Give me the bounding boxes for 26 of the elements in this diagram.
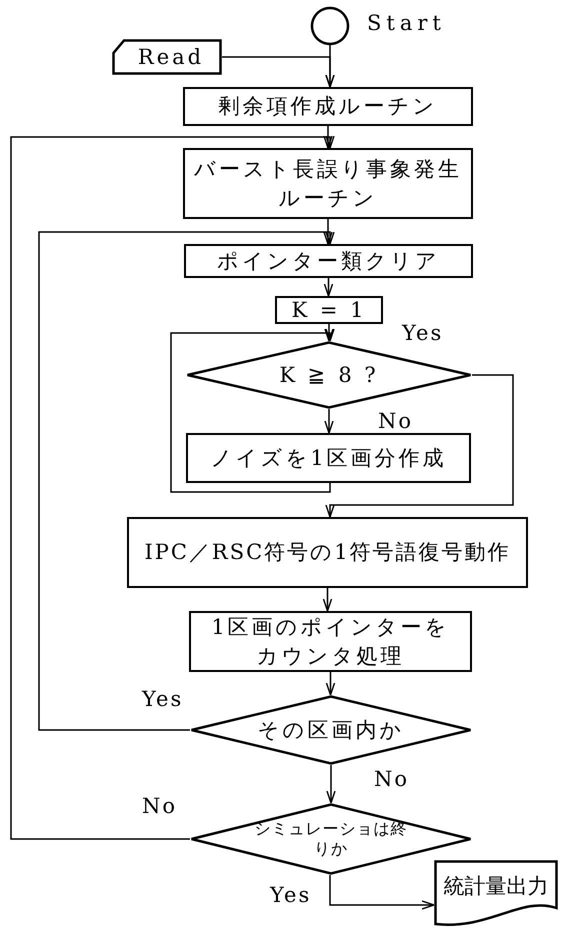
arrow [326,765,336,804]
arrow [10,135,335,840]
output-document: 統計量出力 [434,860,558,928]
process-box: 1区画のポインターをカウンタ処理 [189,611,472,672]
process-box: ポインター類クリア [184,244,473,278]
arrow [326,672,336,696]
process-box: 剰余項作成ルーチン [183,87,473,126]
arrow [322,588,332,612]
process-box: K = 1 [275,296,383,324]
decision-diamond: K ≧ 8 ? [186,341,472,409]
process-box: IPC／RSC符号の1符号語復号動作 [127,517,528,588]
process-box: バースト長誤り事象発生ルーチン [183,148,473,219]
process-box: ノイズを1区画分作成 [186,433,471,483]
arrow [222,56,335,88]
arrow [170,328,335,493]
arrow [329,875,435,910]
start-circle [311,7,349,45]
arrow [38,231,335,731]
arrow [324,324,334,342]
decision-diamond: その区画内か [190,695,472,765]
arrow [324,278,334,297]
arrow [323,219,333,245]
arrow [325,374,514,518]
arrow [324,409,334,434]
arrow [323,126,333,149]
input-card: Read [112,39,222,75]
